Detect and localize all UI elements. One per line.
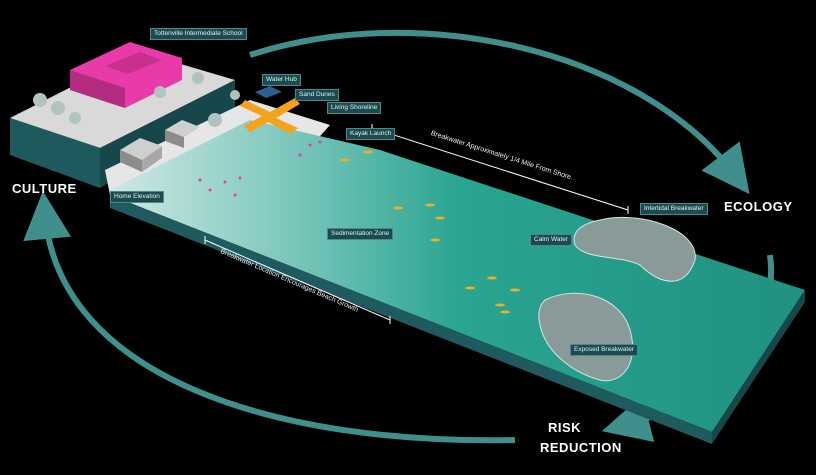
callout-calm-water: Calm Water: [530, 234, 573, 246]
house-elevated: [120, 138, 162, 172]
house-secondary: [165, 120, 200, 148]
exposed-breakwater: [538, 292, 634, 382]
tree-cluster: [33, 72, 240, 127]
callout-kayak-launch: Kayak Launch: [346, 128, 396, 140]
cycle-arrow-culture-to-ecology: [249, 29, 750, 195]
callout-intertidal-breakwater: Intertidal Breakwater: [640, 203, 708, 215]
culture-label: CULTURE: [12, 181, 77, 196]
risk-label: RISK: [548, 420, 582, 435]
water-hub: [240, 86, 300, 134]
upland-front: [10, 118, 100, 188]
water-front-face: [110, 195, 712, 444]
callout-sand-dunes: Sand Dunes: [295, 89, 339, 101]
dimension-line-breakwater-location: [204, 236, 391, 324]
kayaks: [340, 150, 520, 314]
callout-exposed-breakwater: Exposed Breakwater: [570, 344, 638, 356]
ecology-label: ECOLOGY: [724, 199, 793, 214]
beach-people: [198, 140, 322, 197]
cycle-arrow-risk-to-culture: [23, 191, 516, 444]
callout-home-elevation: Home Elevation: [110, 191, 164, 203]
callout-water-hub: Water Hub: [262, 74, 301, 86]
water-side-face: [712, 290, 805, 444]
callout-living-shoreline: Living Shoreline: [327, 102, 382, 114]
intertidal-breakwater: [573, 216, 696, 282]
reduction-label: REDUCTION: [540, 440, 622, 455]
school-building: [70, 42, 182, 108]
callout-school: Tottenville Intermediate School: [150, 28, 247, 40]
callout-sedimentation-zone: Sedimentation Zone: [327, 228, 394, 240]
water-body: [110, 120, 805, 432]
